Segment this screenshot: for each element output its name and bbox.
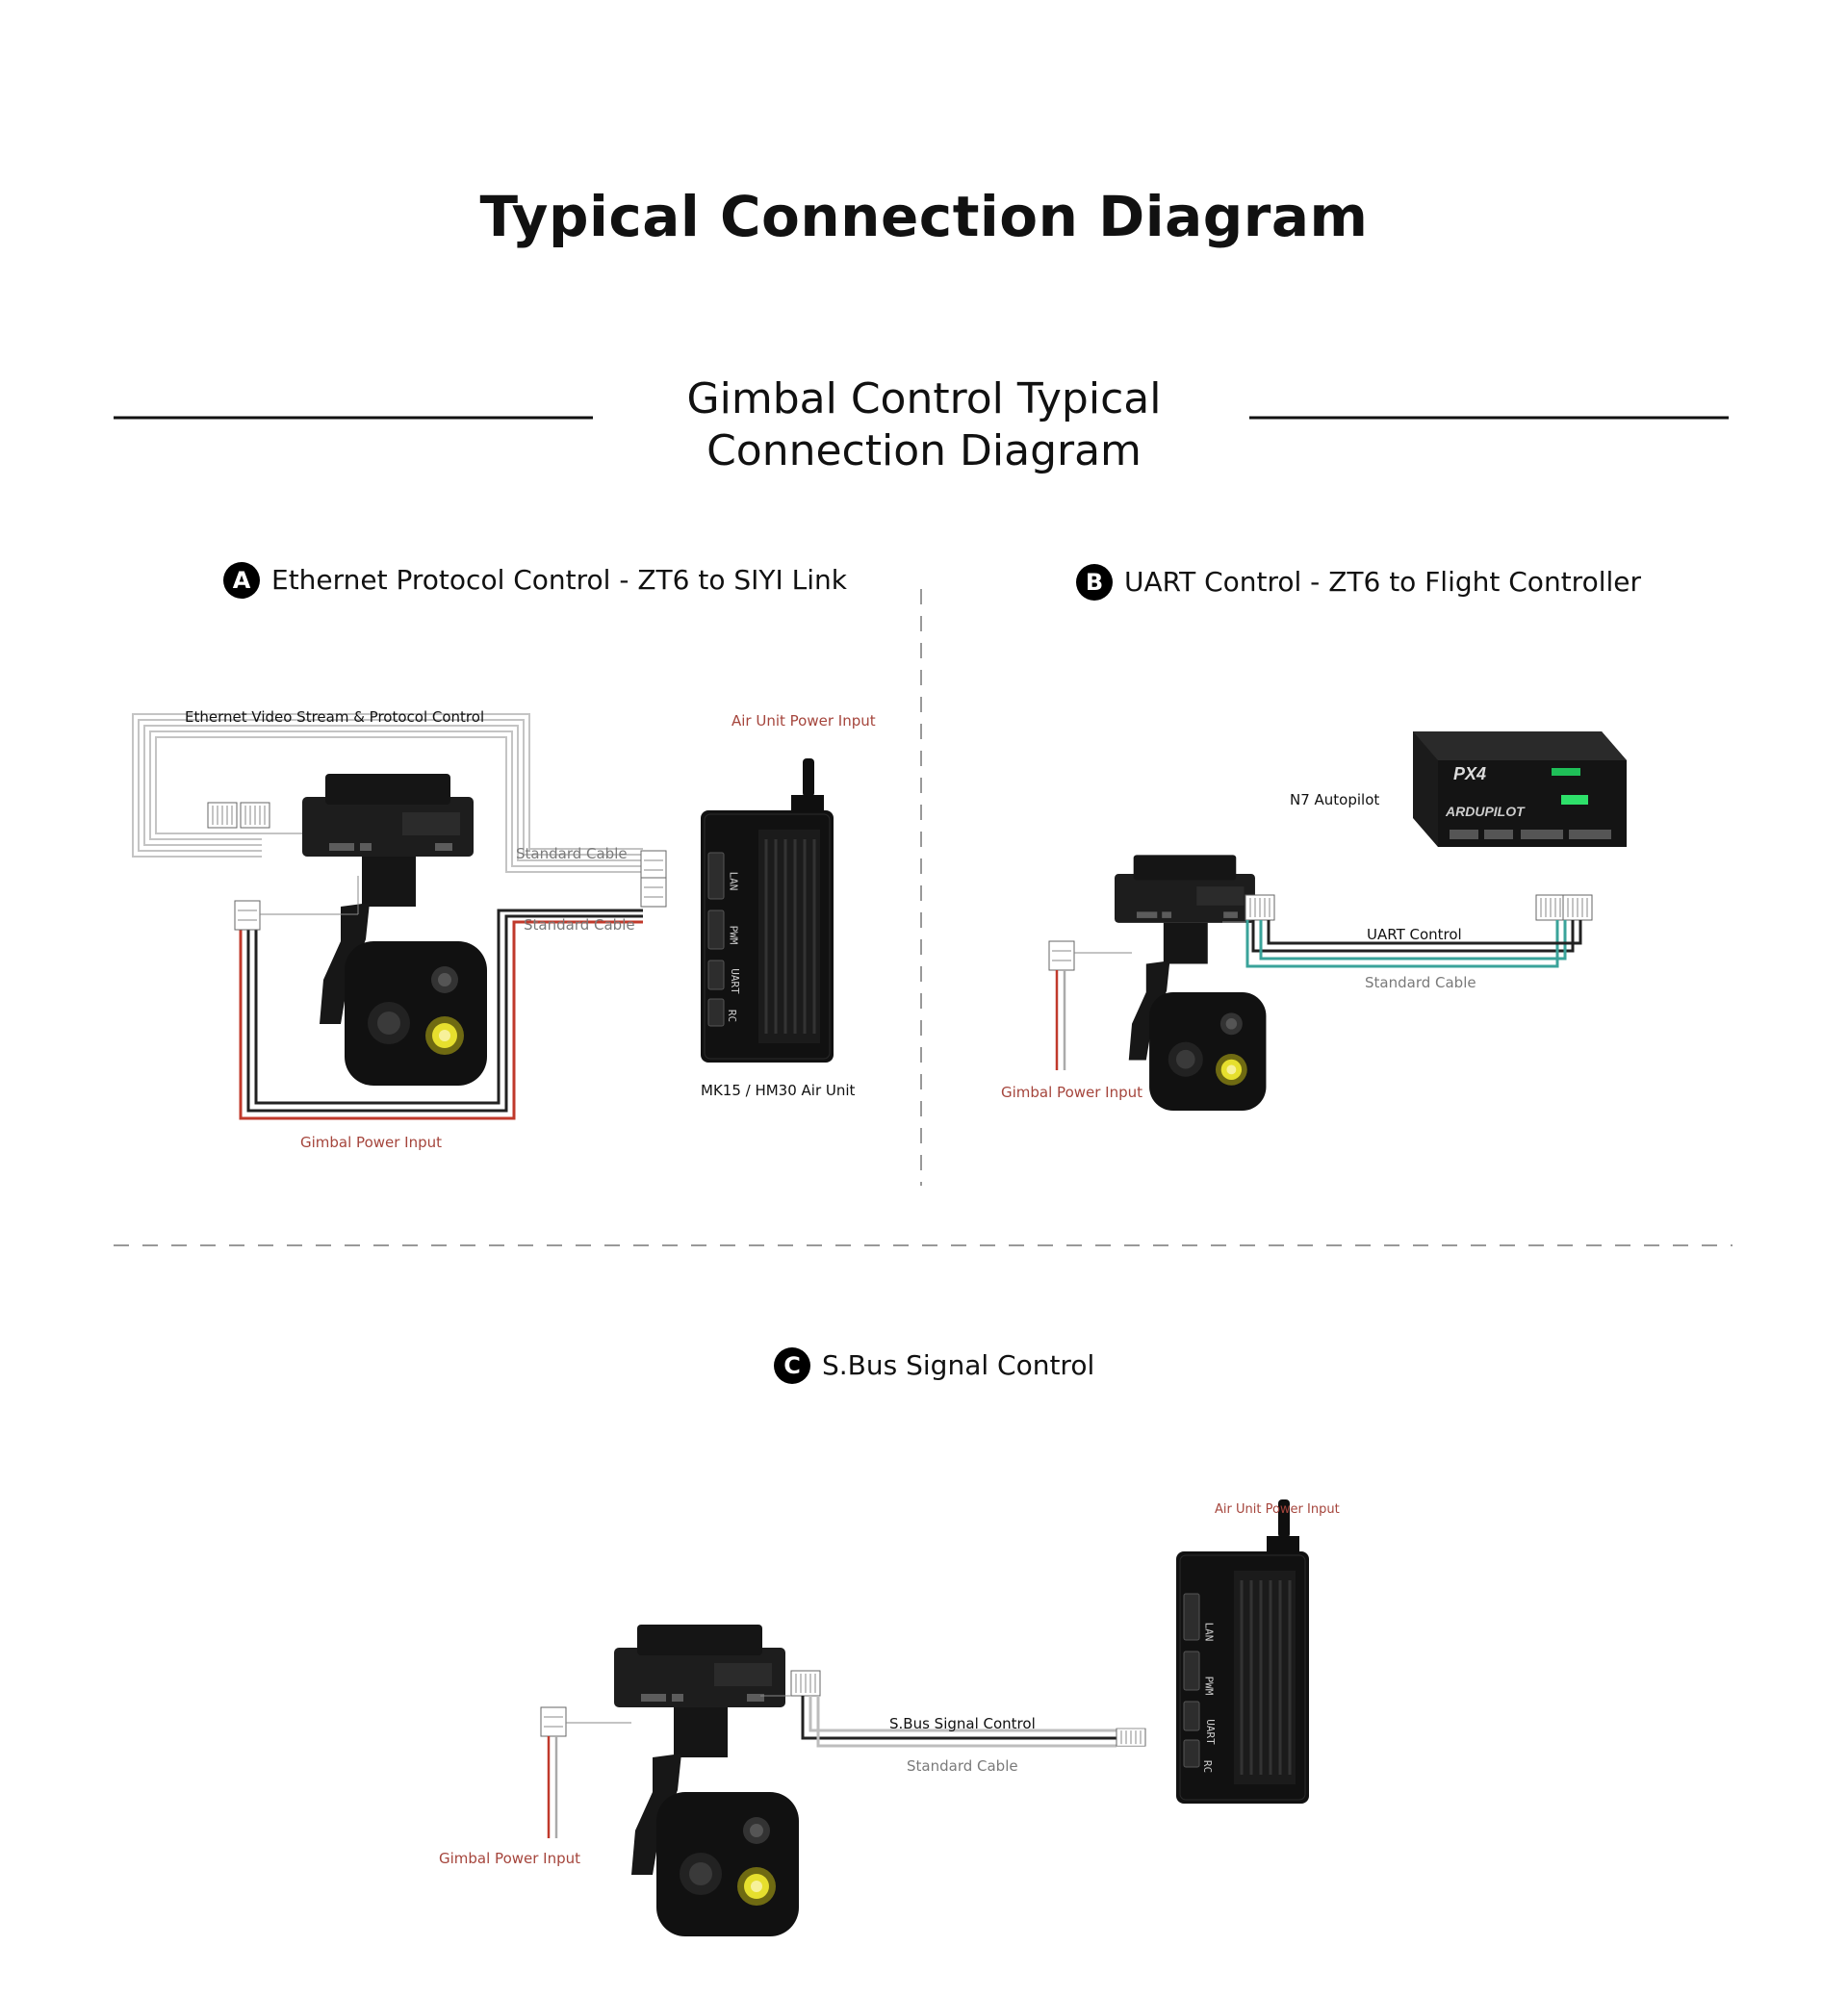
label-air-unit-model: MK15 / HM30 Air Unit	[701, 1082, 856, 1099]
section-a-title-text: Ethernet Protocol Control - ZT6 to SIYI …	[271, 564, 848, 596]
gimbal-camera-c	[614, 1625, 799, 1936]
section-c-title: C S.Bus Signal Control	[774, 1347, 1094, 1384]
port-label-rc-c: RC	[1201, 1759, 1215, 1774]
section-heading: Gimbal Control Typical Connection Diagra…	[0, 373, 1848, 477]
section-b-title-text: UART Control - ZT6 to Flight Controller	[1124, 566, 1641, 598]
section-a-badge: A	[223, 562, 260, 599]
label-n7-autopilot: N7 Autopilot	[1290, 791, 1380, 808]
power-connector-b	[1048, 940, 1075, 971]
label-standard-cable-b: Standard Cable	[1365, 974, 1476, 991]
page-title: Typical Connection Diagram	[479, 184, 1369, 249]
port-label-lan-a: LAN	[727, 871, 740, 891]
section-heading-line-2: Connection Diagram	[706, 426, 1142, 475]
label-gimbal-power-b: Gimbal Power Input	[1001, 1084, 1143, 1101]
power-cable-c	[547, 1736, 558, 1838]
section-b-title: B UART Control - ZT6 to Flight Controlle…	[1076, 564, 1641, 601]
px4-logo: PX4	[1453, 764, 1486, 783]
power-cable-b	[1055, 970, 1066, 1070]
gimbal-camera-b	[1115, 855, 1267, 1111]
label-sbus-signal: S.Bus Signal Control	[889, 1715, 1036, 1732]
label-standard-cable-a2: Standard Cable	[524, 916, 635, 934]
air-unit-connector-a	[640, 850, 667, 881]
ardupilot-logo: ARDUPILOT	[1445, 804, 1526, 819]
gimbal-camera-a	[302, 774, 487, 1086]
air-unit-a	[699, 756, 835, 1064]
label-gimbal-power-c: Gimbal Power Input	[439, 1850, 581, 1867]
section-a-diagram	[132, 713, 835, 1120]
power-cable-a	[239, 909, 643, 1120]
power-connector-c	[540, 1706, 567, 1737]
label-air-unit-power-a: Air Unit Power Input	[732, 712, 876, 730]
air-unit-c	[1174, 1498, 1311, 1806]
label-gimbal-power-a: Gimbal Power Input	[300, 1134, 443, 1151]
section-b-diagram: ARDUPILOT PX4	[1048, 731, 1627, 1111]
gimbal-connector-a	[207, 802, 238, 829]
gimbal-connector-c	[790, 1670, 821, 1697]
port-label-pwm-a: PWM	[727, 925, 740, 945]
port-label-uart-a: UART	[728, 968, 741, 994]
section-a-title: A Ethernet Protocol Control - ZT6 to SIY…	[223, 562, 847, 599]
label-standard-cable-c: Standard Cable	[907, 1757, 1018, 1775]
section-heading-line-1: Gimbal Control Typical	[686, 374, 1162, 423]
section-c-diagram	[540, 1498, 1311, 1936]
section-c-title-text: S.Bus Signal Control	[822, 1349, 1095, 1381]
ethernet-cable	[132, 713, 643, 873]
port-label-lan-c: LAN	[1202, 1622, 1216, 1642]
n7-autopilot: ARDUPILOT PX4	[1413, 731, 1627, 847]
label-uart-control: UART Control	[1367, 926, 1462, 943]
gimbal-connector-b	[1245, 894, 1275, 921]
fc-connector-b	[1535, 894, 1566, 921]
label-air-unit-power-c: Air Unit Power Input	[1215, 1502, 1340, 1517]
section-b-badge: B	[1076, 564, 1113, 601]
label-ethernet-video: Ethernet Video Stream & Protocol Control	[185, 708, 485, 726]
port-label-rc-a: RC	[726, 1009, 739, 1023]
sbus-cable-c	[801, 1696, 1116, 1748]
uart-cable-b	[1245, 920, 1582, 968]
air-unit-connector-c	[1116, 1728, 1146, 1747]
label-standard-cable-a1: Standard Cable	[516, 845, 628, 862]
section-c-badge: C	[774, 1347, 810, 1384]
port-label-pwm-c: PWM	[1202, 1676, 1216, 1696]
power-connector-a	[234, 900, 261, 931]
port-label-uart-c: UART	[1203, 1719, 1217, 1745]
